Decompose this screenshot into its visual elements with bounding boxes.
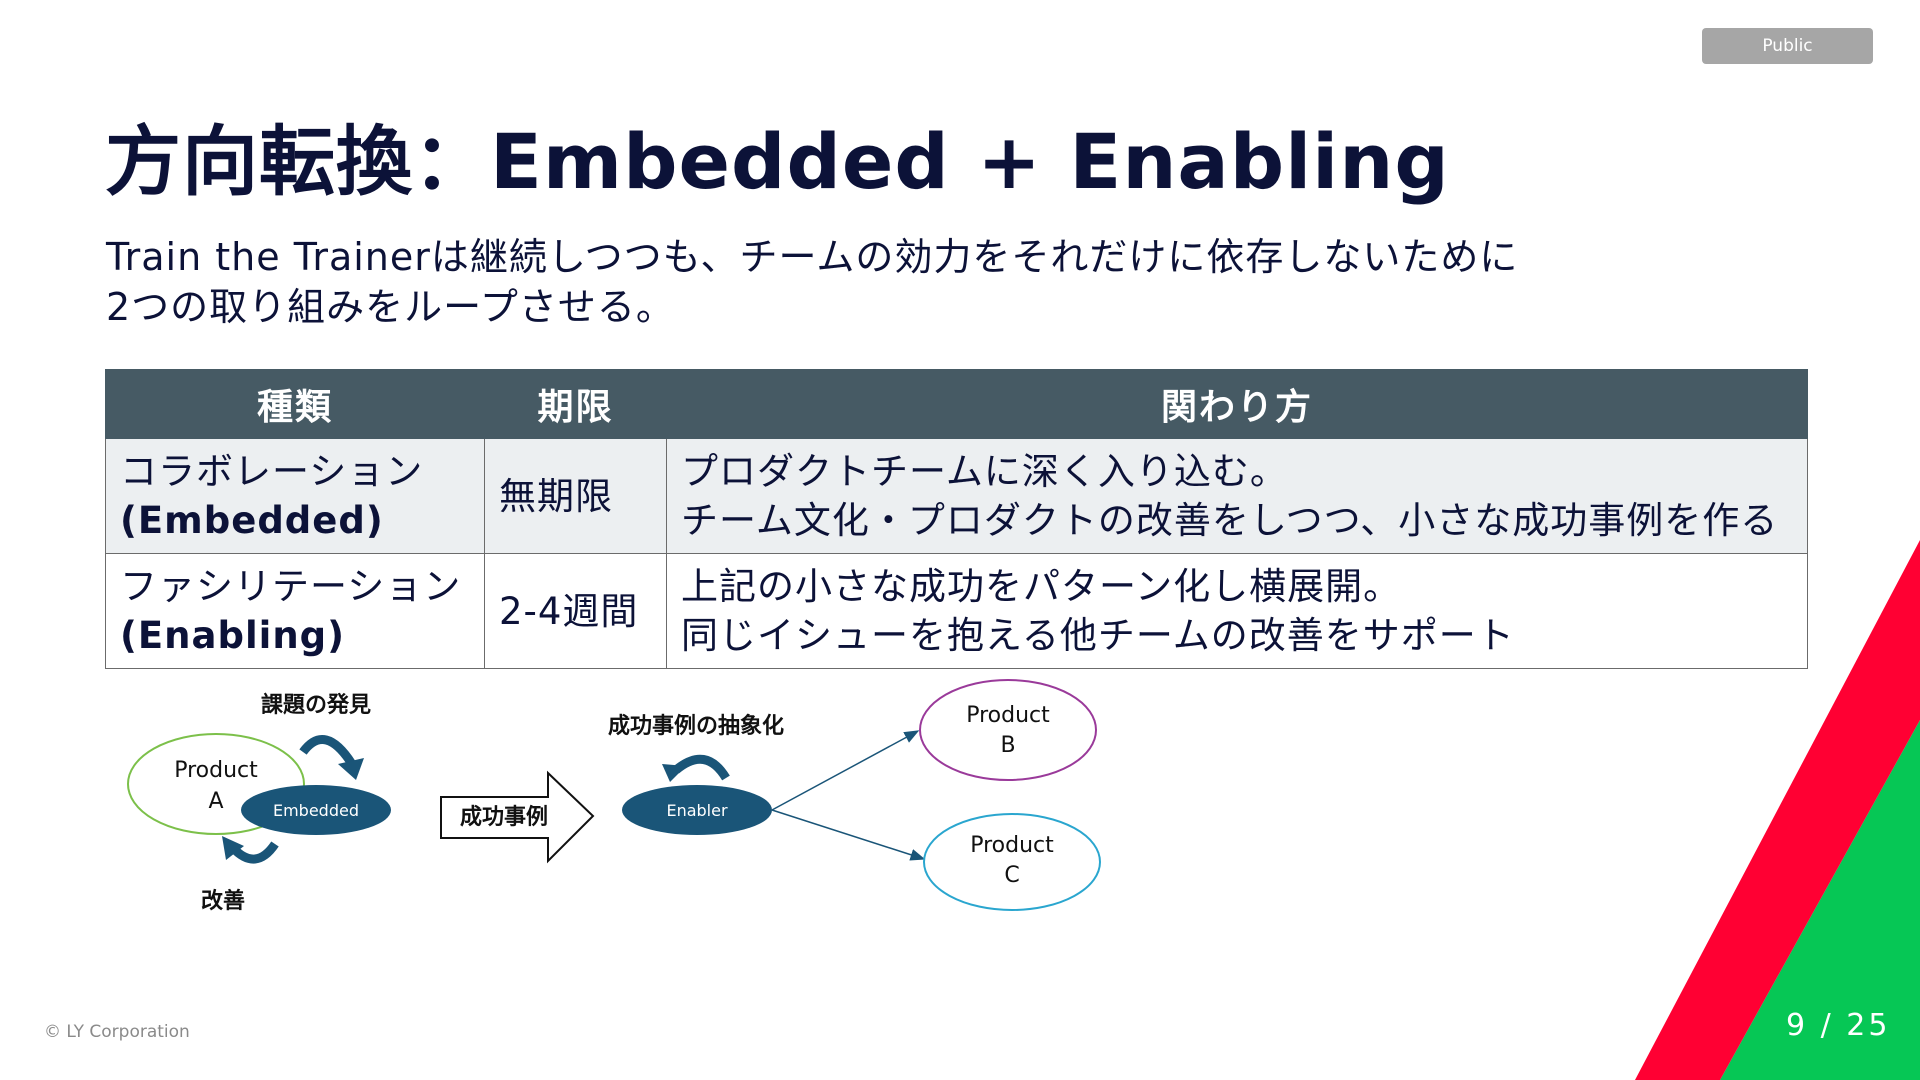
public-badge: Public [1702,28,1873,64]
subtitle-line-1: Train the Trainerは継続しつつも、チームの効力をそれだけに依存し… [106,235,1519,279]
curved-arrow-head-icon [662,764,686,782]
enabler-label: Enabler [666,801,728,820]
table-row: コラボレーション (Embedded) 無期限 プロダクトチームに深く入り込む。… [105,438,1808,554]
product-c-ellipse [923,813,1101,911]
slide-title: 方向転換：Embedded + Enabling [105,117,1450,206]
arrow-to-product-c [771,809,926,861]
header-approach: 関わり方 [666,369,1808,439]
improve-label: 改善 [201,888,245,914]
product-c-label-2: C [1004,863,1019,888]
cell-period: 無期限 [484,438,667,554]
type-ja: コラボレーション [120,450,424,493]
block-arrow-label: 成功事例 [460,804,548,830]
embedded-label: Embedded [273,801,359,820]
type-en: (Embedded) [120,499,384,542]
subtitle-line-2: 2つの取り組みをループさせる。 [106,285,675,329]
corner-red-shape [1635,540,1920,1080]
curved-arrow-head-icon [222,836,244,860]
product-b-label-1: Product [966,703,1050,728]
cell-approach: 上記の小さな成功をパターン化し横展開。 同じイシューを抱える他チームの改善をサポ… [666,553,1808,669]
product-c-label-1: Product [970,833,1054,858]
approach-line-2: 同じイシューを抱える他チームの改善をサポート [681,614,1515,657]
slide-subtitle: Train the Trainerは継続しつつも、チームの効力をそれだけに依存し… [106,232,1666,332]
approach-line-2: チーム文化・プロダクトの改善をしつつ、小さな成功事例を作る [681,499,1779,542]
product-a-label-2: A [208,789,223,814]
page-number: 9 / 25 [1786,1008,1891,1043]
header-period: 期限 [484,369,667,439]
approach-line-1: 上記の小さな成功をパターン化し横展開。 [681,565,1402,608]
curved-arrow-head-icon [338,758,364,780]
cell-approach: プロダクトチームに深く入り込む。 チーム文化・プロダクトの改善をしつつ、小さな成… [666,438,1808,554]
type-en: (Enabling) [120,614,346,657]
arrow-to-product-b [771,730,920,811]
curved-arrow-icon [673,754,730,781]
discover-label: 課題の発見 [261,692,371,718]
embedded-ellipse [241,785,391,835]
enabler-ellipse [622,785,772,835]
abstraction-label: 成功事例の抽象化 [608,713,784,739]
approach-table: 種類 期限 関わり方 コラボレーション (Embedded) 無期限 プロダクト… [105,369,1808,669]
product-a-label-1: Product [174,758,258,783]
table-row: ファシリテーション (Enabling) 2-4週間 上記の小さな成功をパターン… [105,553,1808,669]
approach-line-1: プロダクトチームに深く入り込む。 [681,450,1288,493]
table-header-row: 種類 期限 関わり方 [105,369,1808,439]
product-b-ellipse [919,679,1097,781]
type-ja: ファシリテーション [120,565,462,608]
cell-type: コラボレーション (Embedded) [105,438,485,554]
block-arrow-shape [440,770,595,864]
cell-period: 2-4週間 [484,553,667,669]
cell-type: ファシリテーション (Enabling) [105,553,485,669]
copyright-text: © LY Corporation [44,1022,190,1042]
curved-arrow-icon [299,735,356,767]
product-b-label-2: B [1000,733,1015,758]
